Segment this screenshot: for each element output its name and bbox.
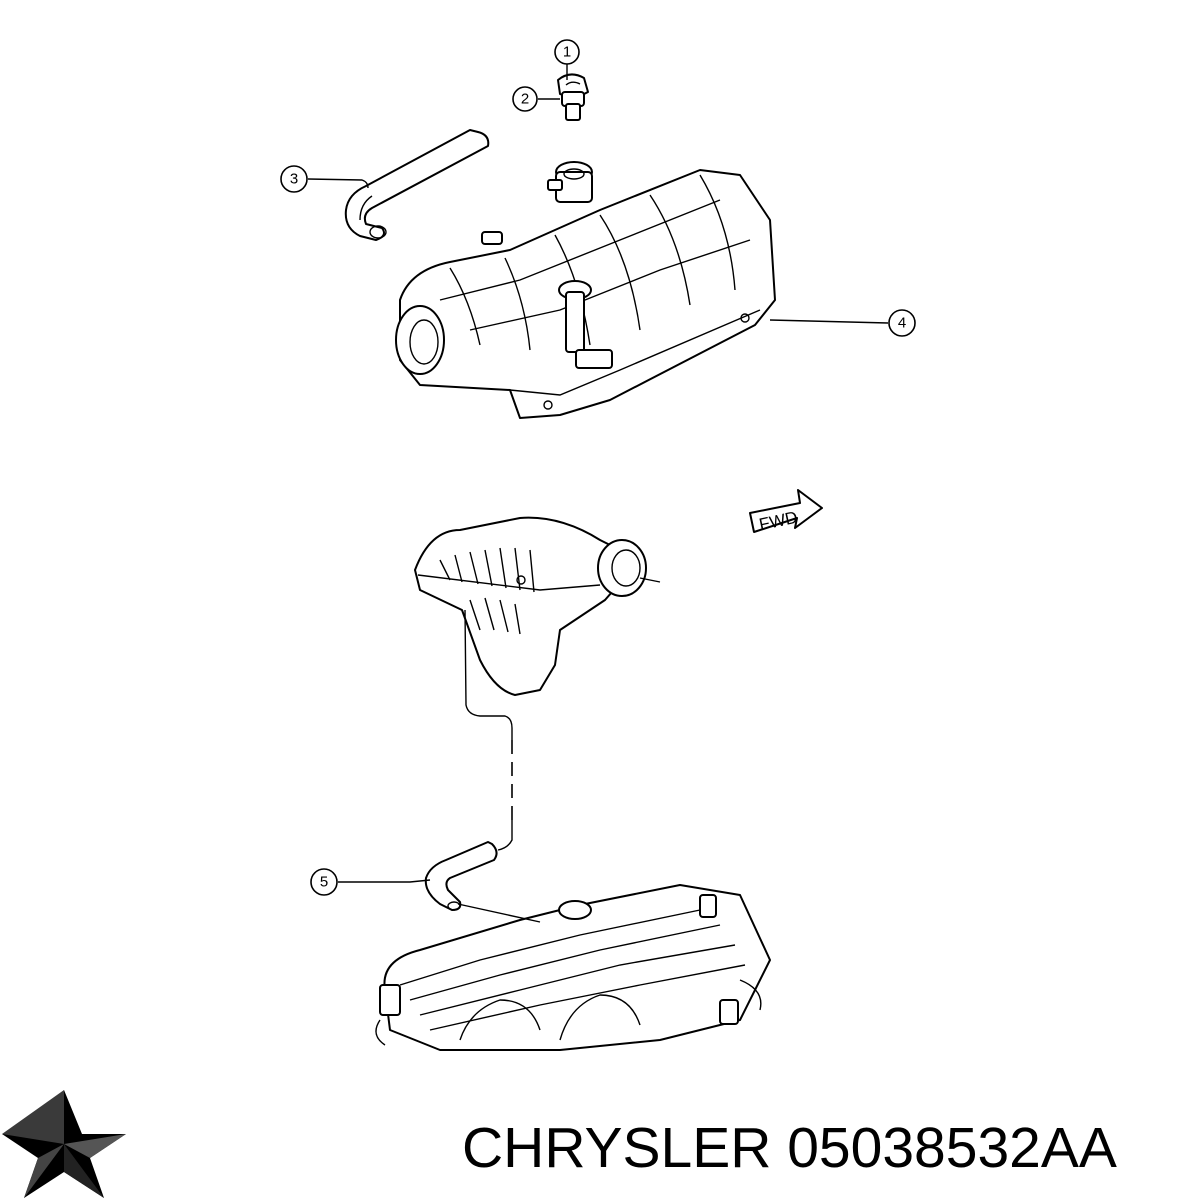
intake-manifold-upper-part bbox=[395, 161, 776, 419]
chrysler-pentastar-icon bbox=[2, 1090, 126, 1198]
callout-2-number: 2 bbox=[521, 91, 529, 108]
pcv-valve-part bbox=[557, 73, 589, 121]
callout-2: 2 bbox=[512, 86, 538, 112]
air-cleaner-housing-part bbox=[414, 516, 661, 696]
hose-lower-part bbox=[424, 841, 498, 911]
part-caption: CHRYSLER 05038532AA bbox=[462, 1108, 1192, 1188]
forward-direction-arrow: FWD bbox=[749, 489, 823, 534]
callout-4: 4 bbox=[888, 309, 916, 337]
part-number: 05038532AA bbox=[787, 1116, 1117, 1180]
hose-upper-part bbox=[344, 129, 490, 241]
callout-4-number: 4 bbox=[898, 315, 906, 332]
hose-routing-guide bbox=[464, 609, 513, 851]
intake-manifold-lower-part bbox=[375, 884, 771, 1051]
callout-3: 3 bbox=[280, 165, 308, 193]
brand-name: CHRYSLER bbox=[462, 1116, 772, 1180]
callout-5: 5 bbox=[310, 868, 338, 896]
callout-1: 1 bbox=[554, 39, 580, 65]
callout-3-number: 3 bbox=[290, 171, 298, 188]
leader-lines bbox=[307, 64, 889, 883]
callout-1-number: 1 bbox=[563, 44, 571, 61]
callout-5-number: 5 bbox=[320, 874, 328, 891]
